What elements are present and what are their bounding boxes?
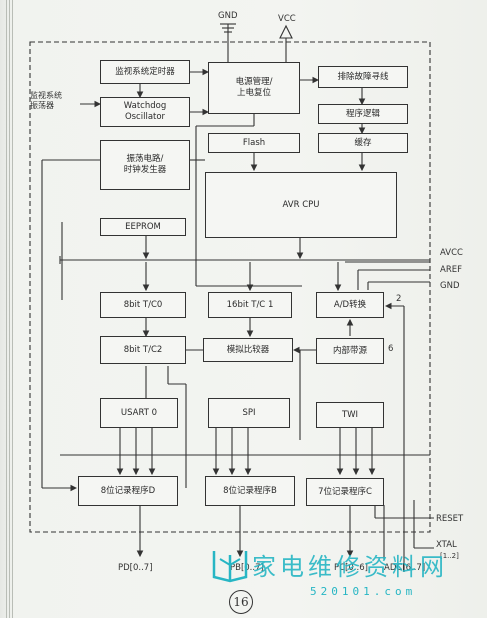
timer1-block: 16bit T/C 1 — [208, 292, 292, 318]
flash-block: Flash — [208, 133, 300, 153]
adc-pins-label: ADC[6..7] — [384, 563, 426, 573]
comparator-block: 模拟比较器 — [203, 338, 293, 362]
reference-block: 内部带源 — [316, 338, 384, 364]
chip-outline — [29, 41, 431, 533]
pin-count-6-label: 6 — [388, 344, 394, 354]
twi-block: TWI — [316, 402, 384, 428]
external-watchdog-label: 监视系统 振荡器 — [30, 91, 62, 111]
avr-cpu-block: AVR CPU — [205, 172, 397, 238]
port-c-pins-label: PC[0..6] — [334, 563, 368, 573]
avcc-label: AVCC — [440, 248, 463, 258]
vcc-top-label: VCC — [278, 14, 296, 24]
xtal-pins-label: [1..2] — [440, 552, 459, 560]
xtal-label: XTAL — [436, 540, 457, 550]
gnd-right-label: GND — [440, 281, 460, 291]
port-b-register-block: 8位记录程序B — [205, 476, 295, 506]
port-c-register-block: 7位记录程序C — [306, 478, 384, 506]
adc-block: A/D转换 — [316, 292, 384, 318]
page-number: 16 — [229, 590, 253, 614]
port-d-pins-label: PD[0..7] — [118, 563, 153, 573]
usart-block: USART 0 — [100, 398, 178, 428]
program-logic-block: 程序逻辑 — [318, 104, 408, 124]
reset-label: RESET — [436, 514, 464, 524]
oscillator-block: 振荡电路/ 时钟发生器 — [100, 140, 190, 190]
eeprom-block: EEPROM — [100, 218, 186, 236]
power-management-block: 电源管理/ 上电复位 — [208, 62, 300, 114]
watchdog-oscillator-block: Watchdog Oscillator — [100, 97, 190, 127]
aref-label: AREF — [440, 265, 462, 275]
binding-line — [12, 0, 13, 618]
binding-line — [6, 0, 7, 618]
port-d-register-block: 8位记录程序D — [78, 476, 178, 506]
watermark-text: 家电维修资料网 — [252, 553, 448, 581]
watermark-url: 520101.com — [310, 585, 417, 598]
watermark-logo-icon — [212, 551, 248, 583]
binding-line — [9, 0, 10, 618]
watchdog-timer-block: 监视系统定时器 — [100, 60, 190, 84]
spi-block: SPI — [208, 398, 290, 428]
cache-block: 缓存 — [318, 133, 408, 153]
pin-count-2-label: 2 — [396, 294, 402, 304]
gnd-top-label: GND — [218, 11, 238, 21]
timer2-block: 8bit T/C2 — [100, 336, 186, 364]
timer0-block: 8bit T/C0 — [100, 292, 186, 318]
debug-block: 排除故障寻线 — [318, 66, 408, 88]
